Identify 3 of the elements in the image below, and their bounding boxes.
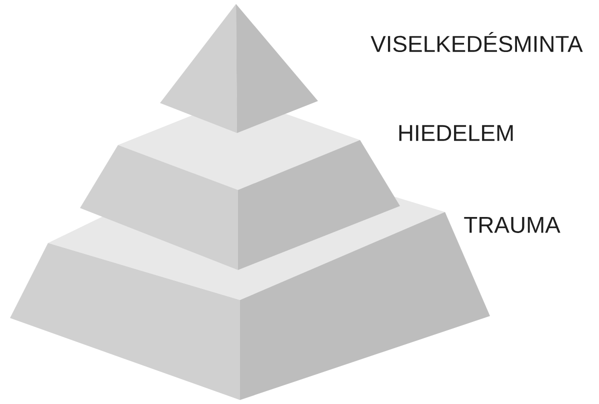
tier-label: VISELKEDÉSMINTA [370,32,583,52]
tier-label: HIEDELEM [399,125,513,141]
tier-label: TRAUMA [464,217,560,233]
